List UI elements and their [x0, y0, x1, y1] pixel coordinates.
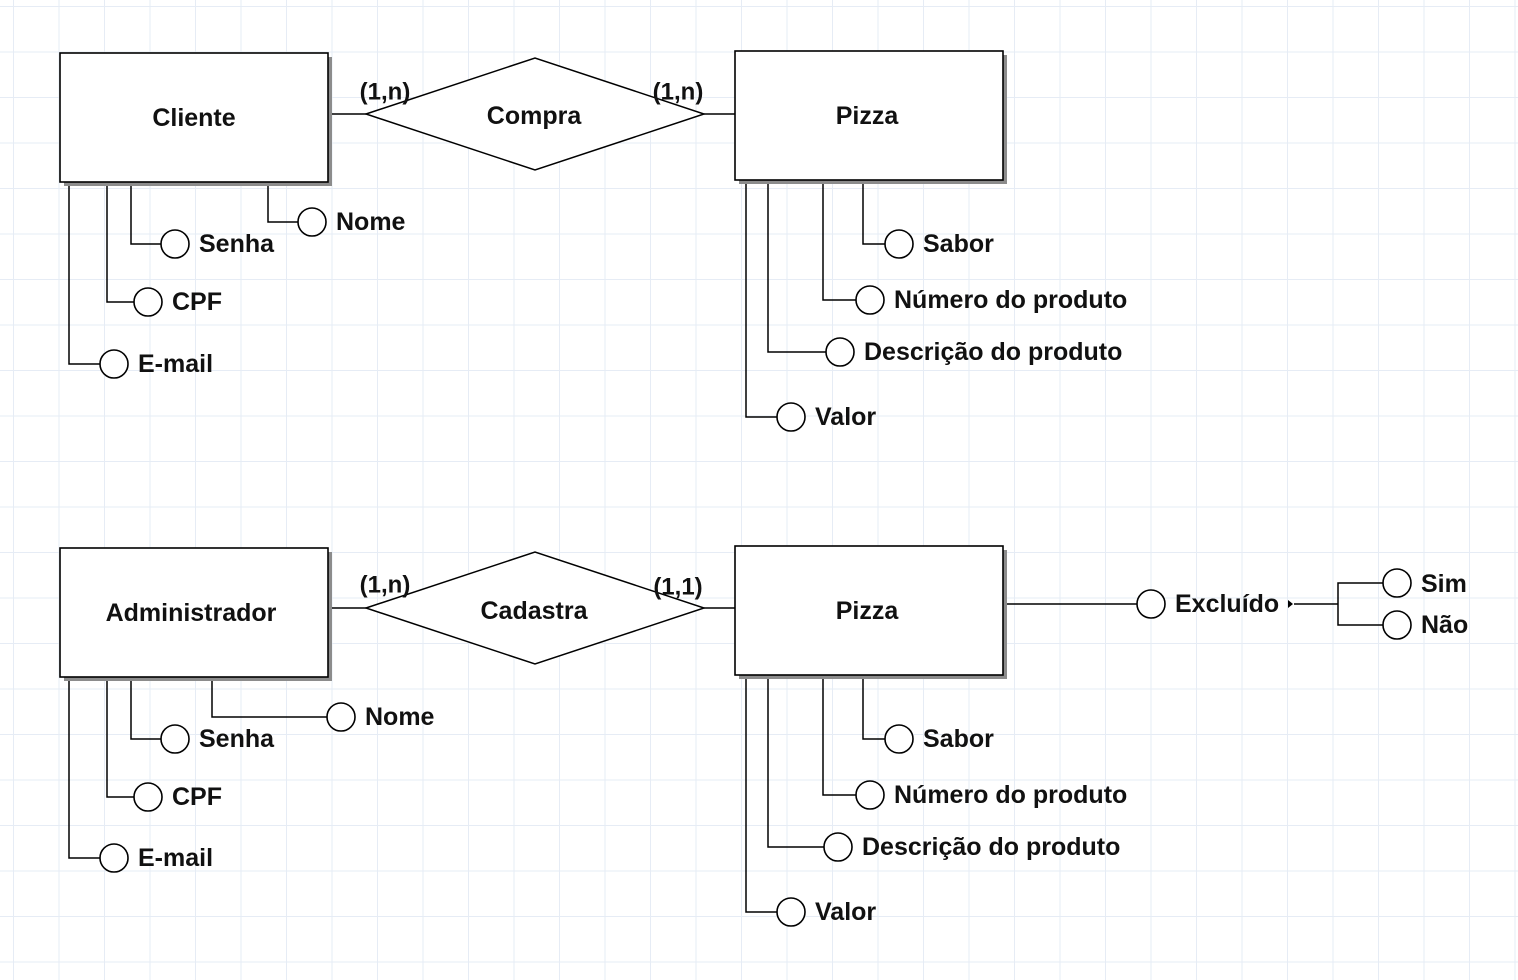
svg-text:Número do produto: Número do produto: [894, 286, 1127, 314]
attribute-cliente-nome[interactable]: Nome: [267, 186, 406, 237]
attribute-excluido[interactable]: Excluído: [1007, 582, 1383, 626]
entity-administrador-label: Administrador: [106, 599, 277, 627]
svg-text:E-mail: E-mail: [138, 844, 213, 872]
attribute-pizza-top-descricao[interactable]: Descrição do produto: [767, 184, 1122, 367]
svg-text:Senha: Senha: [199, 230, 275, 258]
svg-text:CPF: CPF: [172, 288, 222, 316]
relationship-compra-label: Compra: [487, 102, 583, 130]
attribute-pizza-bottom-descricao[interactable]: Descrição do produto: [767, 679, 1120, 862]
svg-text:Descrição do produto: Descrição do produto: [864, 338, 1122, 366]
attribute-cliente-senha[interactable]: Senha: [130, 186, 275, 259]
attribute-option-nao[interactable]: Não: [1382, 610, 1468, 640]
svg-text:Descrição do produto: Descrição do produto: [862, 833, 1120, 861]
svg-text:Excluído: Excluído: [1175, 590, 1279, 618]
relationship-cadastra-label: Cadastra: [481, 597, 589, 625]
cardinality-compra-cliente: (1,n): [360, 79, 411, 106]
svg-text:Sabor: Sabor: [923, 725, 994, 753]
svg-text:Valor: Valor: [815, 898, 876, 926]
svg-text:CPF: CPF: [172, 783, 222, 811]
attribute-admin-nome[interactable]: Nome: [211, 681, 435, 732]
attribute-pizza-bottom-sabor[interactable]: Sabor: [862, 679, 994, 754]
attribute-pizza-top-valor[interactable]: Valor: [745, 184, 876, 432]
attribute-option-sim[interactable]: Sim: [1382, 568, 1467, 598]
relationship-cadastra[interactable]: Cadastra: [363, 551, 707, 665]
attribute-pizza-bottom-valor[interactable]: Valor: [745, 679, 876, 927]
svg-text:E-mail: E-mail: [138, 350, 213, 378]
svg-text:Nome: Nome: [365, 703, 435, 731]
svg-text:Nome: Nome: [336, 208, 406, 236]
relationship-compra[interactable]: Compra: [363, 57, 707, 171]
entity-pizza-top[interactable]: Pizza: [734, 50, 1007, 184]
attribute-admin-senha[interactable]: Senha: [130, 681, 275, 754]
svg-text:Senha: Senha: [199, 725, 275, 753]
svg-text:Valor: Valor: [815, 403, 876, 431]
entity-pizza-top-label: Pizza: [836, 102, 900, 130]
arrow-right-icon: [1288, 600, 1293, 608]
entity-administrador[interactable]: Administrador: [59, 547, 332, 681]
entity-cliente[interactable]: Cliente: [59, 52, 332, 186]
entity-cliente-label: Cliente: [152, 104, 235, 132]
svg-text:Sabor: Sabor: [923, 230, 994, 258]
svg-text:Sim: Sim: [1421, 570, 1467, 598]
svg-text:Número do produto: Número do produto: [894, 781, 1127, 809]
cardinality-cadastra-pizza: (1,1): [653, 574, 702, 601]
attribute-admin-email[interactable]: E-mail: [68, 681, 213, 873]
svg-text:Não: Não: [1421, 611, 1468, 639]
entity-pizza-bottom-label: Pizza: [836, 597, 900, 625]
attribute-pizza-top-sabor[interactable]: Sabor: [862, 184, 994, 259]
attribute-admin-cpf[interactable]: CPF: [106, 681, 222, 812]
attribute-cliente-email[interactable]: E-mail: [68, 186, 213, 379]
cardinality-cadastra-admin: (1,n): [360, 572, 411, 599]
cardinality-compra-pizza: (1,n): [653, 79, 704, 106]
attribute-pizza-top-numero[interactable]: Número do produto: [822, 184, 1127, 315]
entity-pizza-bottom[interactable]: Pizza: [734, 545, 1007, 679]
attribute-cliente-cpf[interactable]: CPF: [106, 186, 222, 317]
attribute-pizza-bottom-numero[interactable]: Número do produto: [822, 679, 1127, 810]
